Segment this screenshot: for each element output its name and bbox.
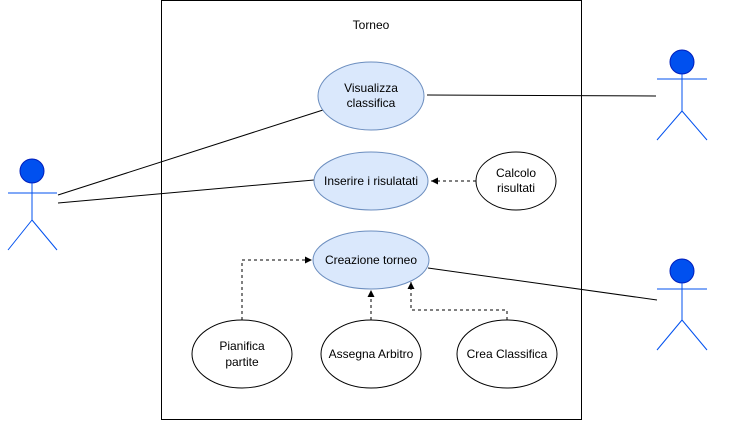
usecase-pianifica-ellipse [191, 319, 293, 389]
usecase-creazione-ellipse [312, 230, 430, 290]
usecase-crea-classifica[interactable]: Crea Classifica [456, 319, 558, 389]
usecase-visualizza-ellipse [317, 61, 425, 131]
actor-right-bottom-leg-left [656, 319, 683, 351]
usecase-visualizza-line2: classifica [347, 96, 396, 110]
association-right-bottom-creazione [427, 267, 658, 301]
usecase-pianifica-partite[interactable]: Pianifica partite [191, 319, 293, 389]
association-left-inserire [57, 179, 315, 204]
usecase-crea-ellipse [456, 319, 558, 389]
usecase-inserire-label: Inserire i risulatati [324, 174, 418, 188]
usecase-crea-label: Crea Classifica [467, 347, 548, 361]
usecase-assegna-label: Assegna Arbitro [329, 347, 414, 361]
actor-right-top[interactable] [656, 49, 708, 141]
usecase-calcolo-ellipse [475, 151, 557, 211]
actor-right-top-head [669, 49, 695, 75]
usecase-pianifica-line1: Pianifica [219, 339, 265, 353]
usecase-assegna-ellipse [320, 319, 422, 389]
usecase-pianifica-line2: partite [225, 355, 259, 369]
usecase-assegna-arbitro[interactable]: Assegna Arbitro [320, 319, 422, 389]
usecase-visualizza-line1: Visualizza [344, 81, 398, 95]
usecase-creazione-torneo[interactable]: Creazione torneo [312, 230, 430, 290]
actor-left-leg-left [7, 219, 33, 251]
usecase-visualizza-classifica[interactable]: Visualizza classifica [317, 61, 425, 131]
association-left-visualizza [57, 109, 324, 196]
actor-left[interactable] [7, 158, 58, 251]
actor-right-bottom[interactable] [656, 258, 708, 351]
actor-right-top-leg-left [656, 110, 683, 141]
usecase-calcolo-line1: Calcolo [496, 166, 536, 180]
usecase-calcolo-risultati[interactable]: Calcolo risultati [475, 151, 557, 211]
system-title: Torneo [353, 18, 390, 32]
usecase-creazione-label: Creazione torneo [325, 253, 417, 267]
actor-right-bottom-leg-right [681, 319, 708, 351]
association-right-top-visualizza [426, 94, 657, 97]
usecase-inserire-ellipse [313, 151, 429, 211]
usecase-calcolo-line2: risultati [497, 181, 535, 195]
actor-left-leg-right [31, 219, 58, 251]
usecase-inserire-risultati[interactable]: Inserire i risulatati [313, 151, 429, 211]
dependency-crea-creazione [407, 282, 508, 320]
dependency-pianifica-creazione [241, 256, 312, 320]
actor-right-bottom-head [669, 258, 695, 284]
actor-left-head [19, 158, 45, 184]
actor-right-top-leg-right [681, 110, 708, 141]
